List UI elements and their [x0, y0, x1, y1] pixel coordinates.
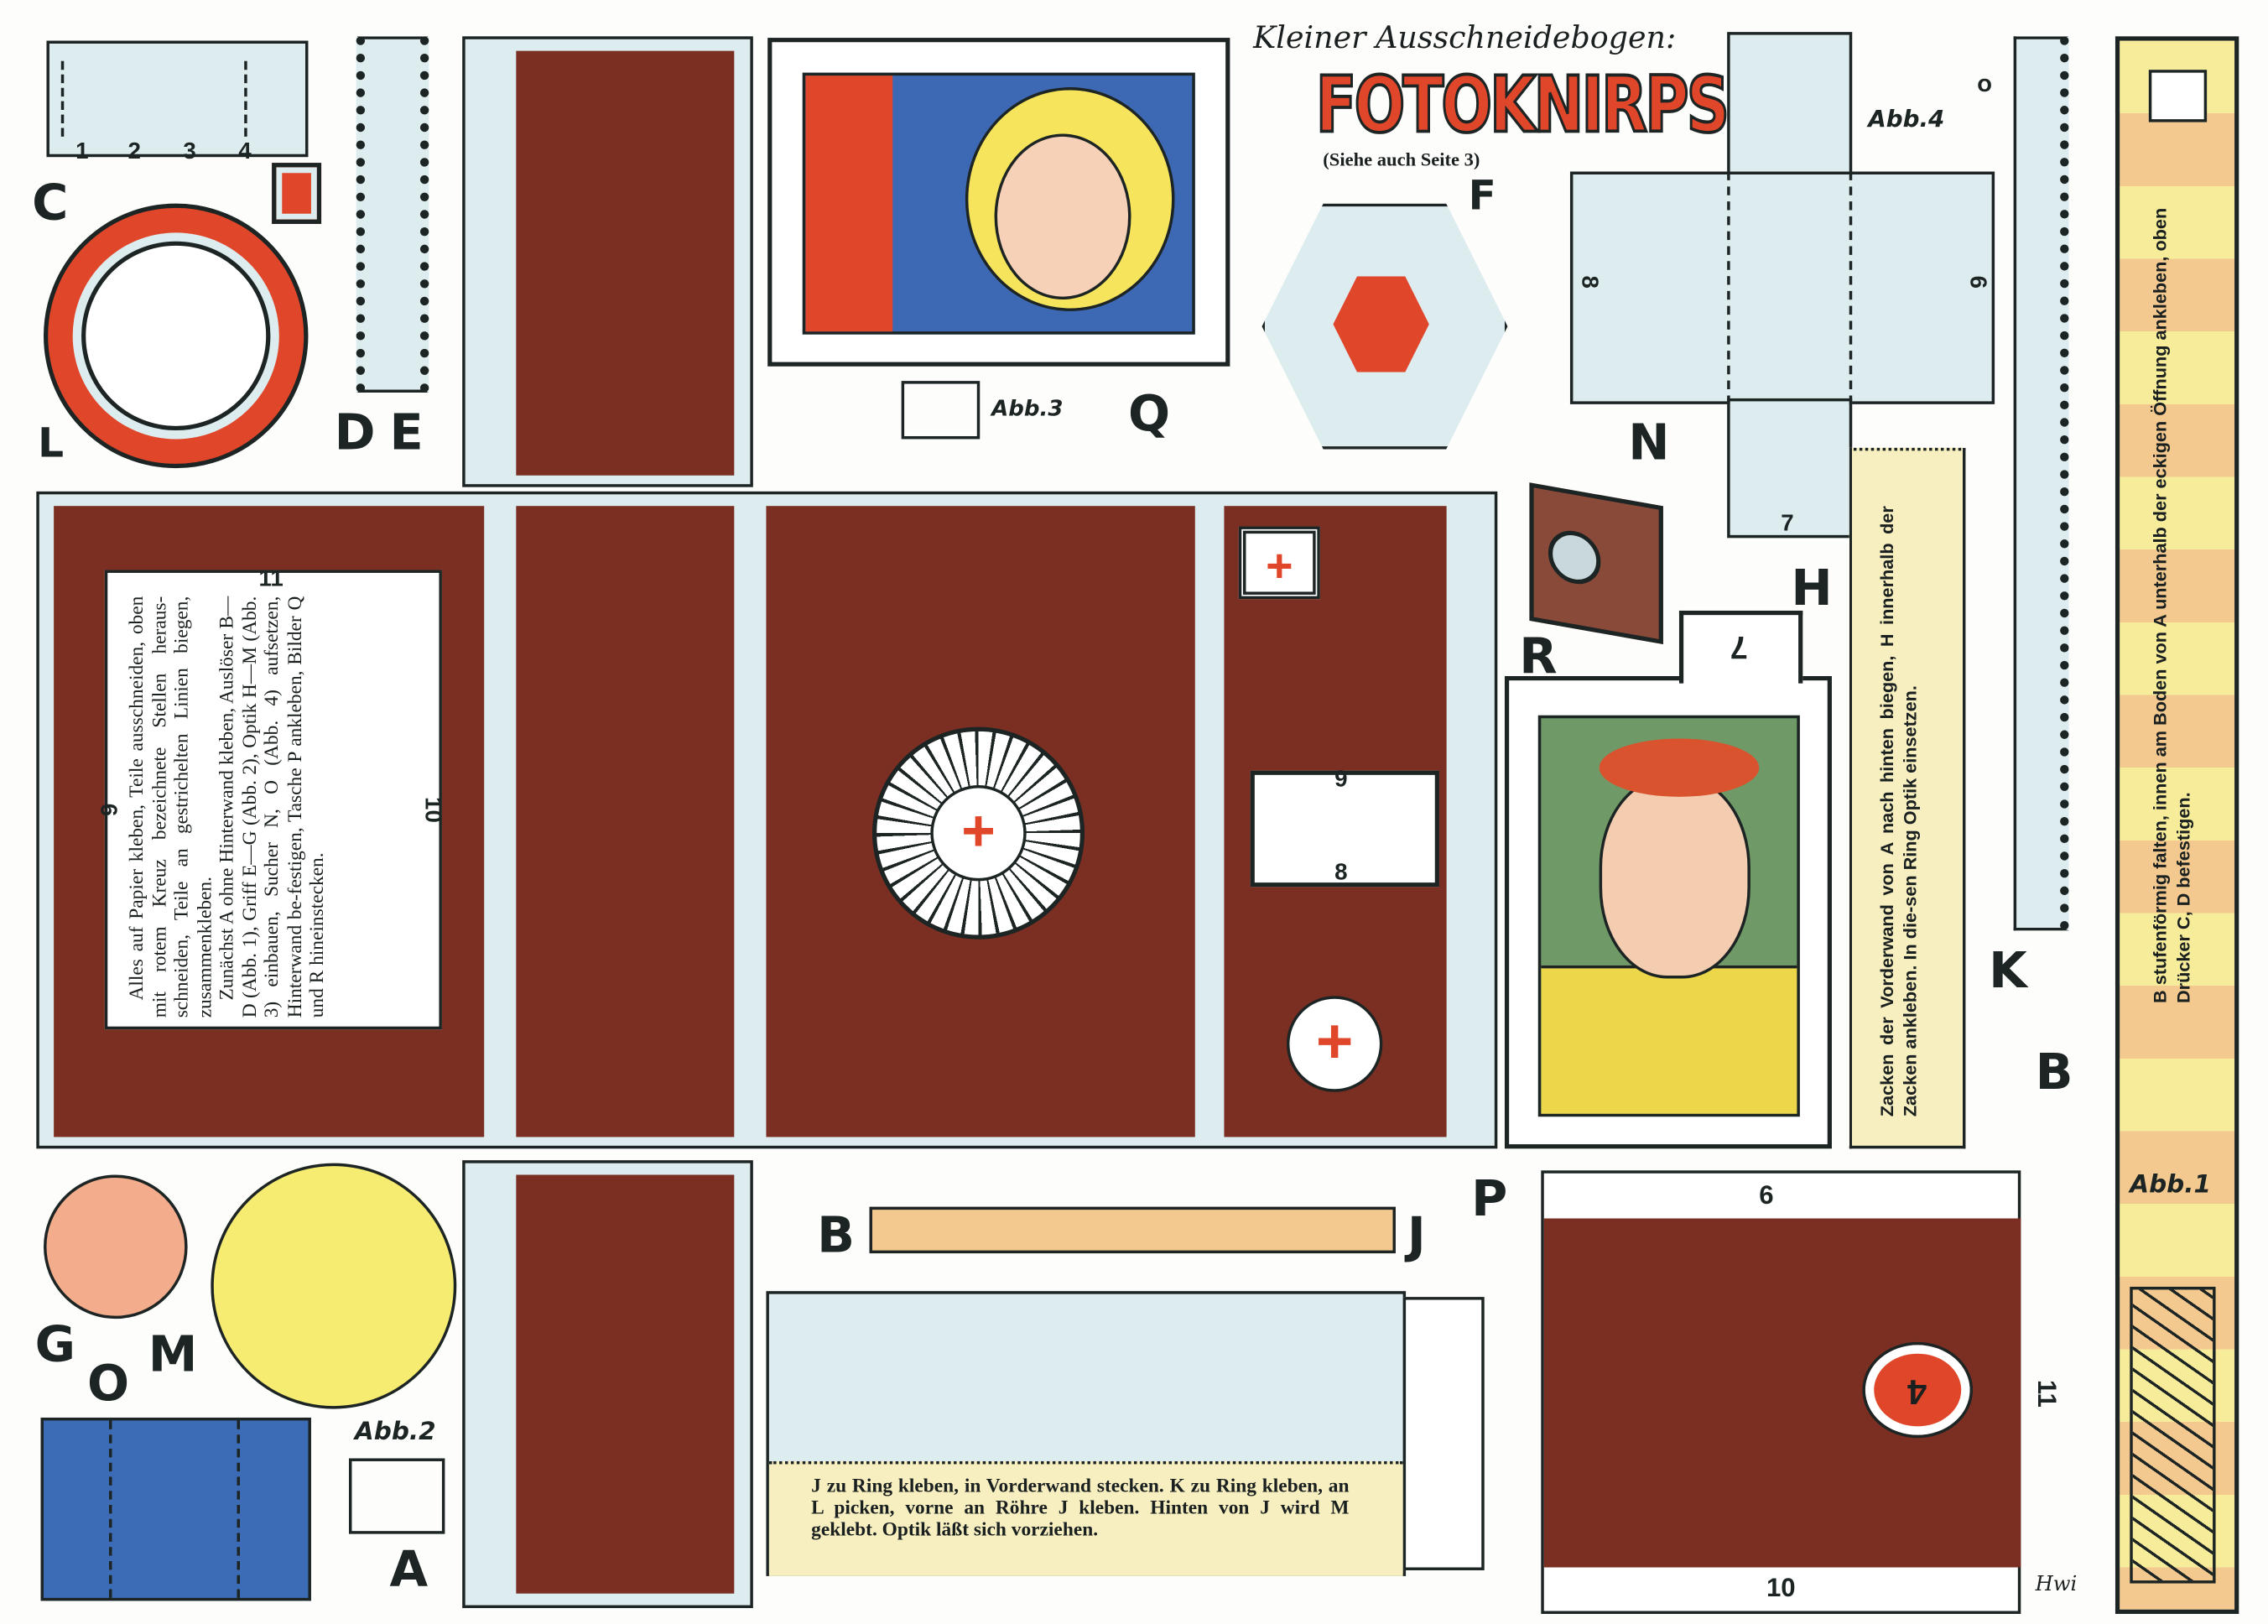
label-abb1: Abb.1: [2130, 1170, 2211, 1200]
piece-c-number-1: 1: [75, 139, 89, 164]
portrait-face: [1599, 776, 1750, 979]
instructions-main: Alles auf Papier kleben, Teile ausschnei…: [125, 596, 328, 1018]
back-number-10: 10: [419, 797, 445, 823]
label-k: K: [1989, 942, 2027, 1001]
piece-c-number-2: 2: [127, 139, 141, 164]
piece-b-small-strip: [869, 1206, 1396, 1254]
picture-r-number-7: 7: [1730, 629, 1748, 666]
label-abb4: Abb.4: [1868, 104, 1945, 133]
piece-n-fold-lines: [1727, 171, 1853, 404]
window-number-9: 9: [1334, 768, 1348, 793]
strip-b-instructions: B stufenförmig falten, innen am Boden vo…: [2150, 207, 2194, 1003]
pocket-number-10: 10: [1766, 1573, 1796, 1603]
side-panel-center: [516, 506, 735, 1137]
window-number-8: 8: [1334, 861, 1348, 886]
piece-o-fold-lines: [108, 1420, 240, 1598]
instructions-paragraph-1: Alles auf Papier kleben, Teile ausschnei…: [125, 596, 215, 1018]
piece-g-peach-circle: [43, 1174, 188, 1320]
artist-signature: Hwi: [2035, 1573, 2078, 1597]
piece-l-ring-inner: [81, 241, 271, 431]
strip-h-instructions: Zacken der Vorderwand von A nach hinten …: [1876, 506, 1921, 1117]
lens-red-cross: +: [930, 784, 1027, 882]
picture-q-woman-portrait: [802, 72, 1195, 335]
piece-j-tube-flap: [1402, 1297, 1485, 1570]
piece-c-number-4: 4: [238, 139, 252, 164]
piece-c-shutter-button: [46, 40, 309, 158]
piece-e-handle-strip: [356, 36, 429, 393]
label-a: A: [389, 1541, 429, 1600]
piece-c-fold-lines: [60, 60, 247, 137]
cube-number-7: 7: [1781, 512, 1794, 537]
viewfinder-window: [1250, 770, 1439, 887]
camera-lens-icon: [1548, 526, 1601, 589]
label-o: O: [86, 1355, 130, 1413]
label-b: B: [817, 1206, 856, 1265]
sheet-title: FOTOKNIRPS: [1314, 60, 1731, 153]
portrait-face: [994, 133, 1131, 300]
abb3-sketch: [901, 381, 981, 440]
label-m: M: [148, 1325, 198, 1385]
pocket-lens-circle: 4: [1862, 1341, 1974, 1439]
label-j: J: [1407, 1206, 1426, 1265]
piece-n-viewfinder-top: [1727, 32, 1853, 178]
tube-instructions: J zu Ring kleben, in Vorderwand stecken.…: [811, 1474, 1350, 1540]
red-cross-square: +: [1238, 526, 1320, 600]
small-red-tab: [272, 163, 322, 224]
back-number-9: 9: [97, 803, 123, 817]
strip-b-logo-icon: [2148, 70, 2208, 122]
piece-o-blue-strip: [40, 1417, 311, 1601]
label-abb2: Abb.2: [354, 1417, 436, 1447]
piece-n-viewfinder-middle: [1569, 171, 1995, 404]
instruction-card: [104, 570, 442, 1030]
tube-text-area: [768, 1460, 1403, 1576]
pocket-number-6: 6: [1759, 1180, 1774, 1210]
label-e: E: [389, 403, 424, 463]
label-d: D: [334, 403, 376, 463]
label-g: G: [34, 1315, 75, 1374]
label-l: L: [38, 419, 64, 467]
body-bottom-panel: [516, 1174, 735, 1594]
red-cross-circle: +: [1286, 996, 1383, 1092]
label-o-small: O: [1977, 75, 1992, 96]
portrait-red-background: [805, 75, 893, 332]
label-f: F: [1468, 171, 1496, 220]
pocket-lens-number: 4: [1907, 1371, 1927, 1411]
piece-m-yellow-circle: [211, 1163, 457, 1409]
piece-n-viewfinder-bottom: [1727, 398, 1853, 539]
sheet-note: (Siehe auch Seite 3): [1323, 148, 1480, 170]
label-h: H: [1791, 560, 1833, 618]
label-c: C: [32, 174, 69, 233]
label-b-right: B: [2035, 1044, 2073, 1102]
piece-h-strip: [1849, 447, 1966, 1149]
instructions-paragraph-2: Zunächst A ohne Hinterwand kleben, Auslö…: [215, 596, 327, 1018]
label-q: Q: [1128, 385, 1171, 444]
piece-c-number-3: 3: [183, 139, 196, 164]
cube-number-8: 8: [1576, 275, 1602, 289]
cube-number-9: 9: [1967, 275, 1993, 289]
label-abb3: Abb.3: [991, 395, 1064, 422]
camera-illustration-r: [1529, 482, 1663, 645]
piece-k-strip: [2013, 36, 2069, 931]
portrait-red-hair: [1599, 738, 1760, 797]
label-p: P: [1471, 1170, 1508, 1229]
label-n: N: [1628, 414, 1670, 473]
sheet-subtitle: Kleiner Ausschneidebogen:: [1253, 20, 1677, 55]
abb2-sketch: [348, 1458, 445, 1534]
pocket-number-11: 11: [2032, 1379, 2062, 1408]
body-top-panel: [516, 50, 735, 476]
portrait-jacket: [1541, 965, 1797, 1114]
picture-r-tab: [1678, 610, 1803, 684]
back-number-11: 11: [258, 566, 284, 592]
abb1-spring-sketch: [2130, 1286, 2216, 1584]
picture-r-man-portrait: [1537, 715, 1800, 1117]
